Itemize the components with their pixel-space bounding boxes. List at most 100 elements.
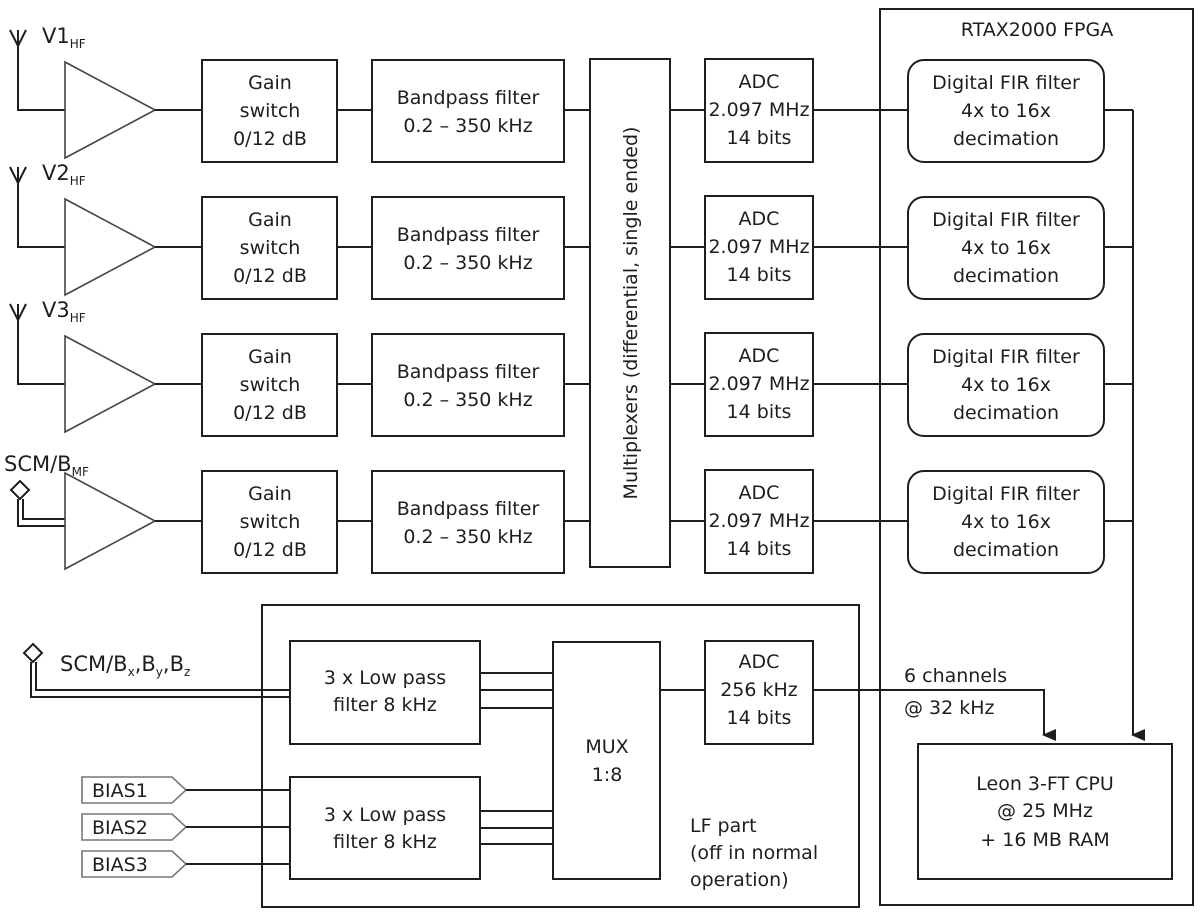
bias-input-tag: BIAS1 (81, 776, 290, 804)
lf-note-line3: operation) (690, 869, 789, 891)
lowpass-filter-2 (289, 776, 481, 880)
bandpass-filter-box (371, 470, 565, 574)
hf-adc-box (704, 58, 814, 163)
gain-switch-line3: 0/12 dB (233, 539, 307, 561)
hf-adc-line2: 2.097 MHz (708, 236, 809, 258)
bias-input-tag: BIAS3 (81, 850, 290, 878)
hf-adc-line1: ADC (739, 482, 780, 504)
gain-switch-line2: switch (240, 100, 301, 122)
fir-line1: Digital FIR filter (932, 209, 1080, 231)
multiplexers-label: Multiplexers (differential, single ended… (620, 127, 642, 500)
lowpass-to-mux-wires (480, 672, 553, 845)
gain-switch-line3: 0/12 dB (233, 265, 307, 287)
hf-adc-line1: ADC (739, 71, 780, 93)
link-label-line2: @ 32 kHz (904, 697, 995, 719)
hf-adc-line1: ADC (739, 345, 780, 367)
bias-label: BIAS3 (92, 854, 148, 876)
lf-adc-box (704, 640, 814, 745)
amplifier-icon (64, 471, 157, 571)
lowpass-2-line2: filter 8 kHz (333, 831, 437, 853)
hf-adc-line1: ADC (739, 208, 780, 230)
lf-adc-line1: ADC (739, 651, 780, 673)
bandpass-filter-box (371, 59, 565, 163)
input-label: V3HF (42, 298, 86, 325)
bias-input-tag: BIAS2 (81, 813, 290, 841)
bandpass-filter-box (371, 333, 565, 437)
fir-line2: 4x to 16x (961, 237, 1051, 259)
bandpass-line2: 0.2 – 350 kHz (403, 252, 532, 274)
amplifier-icon (64, 60, 157, 160)
lf-part-frame (261, 604, 860, 908)
bandpass-line1: Bandpass filter (397, 87, 540, 109)
scm-lf-connector (22, 642, 290, 698)
fir-line3: decimation (953, 128, 1059, 150)
gain-switch-line3: 0/12 dB (233, 402, 307, 424)
mux-box (552, 641, 661, 880)
lf-adc-line3: 14 bits (727, 707, 792, 729)
gain-switch-line2: switch (240, 237, 301, 259)
amplifier-icon (64, 197, 157, 297)
input-label: SCM/BMF (4, 452, 89, 479)
input-wire (17, 320, 65, 385)
gain-switch-box (201, 59, 338, 163)
fir-line1: Digital FIR filter (932, 483, 1080, 505)
cpu-line3: + 16 MB RAM (980, 829, 1109, 851)
search-coil-icon (9, 479, 31, 501)
bias-label: BIAS2 (92, 817, 148, 839)
hf-adc-line3: 14 bits (727, 264, 792, 286)
input-wire (17, 46, 65, 111)
lowpass-2-line1: 3 x Low pass (324, 804, 446, 826)
hf-adc-box (704, 469, 814, 574)
amplifier-icon (64, 334, 157, 434)
gain-switch-line3: 0/12 dB (233, 128, 307, 150)
gain-switch-line1: Gain (248, 483, 292, 505)
multiplexers-box (589, 58, 671, 568)
lf-note-line1: LF part (690, 815, 757, 837)
gain-switch-box (201, 470, 338, 574)
hf-adc-box (704, 195, 814, 300)
lf-note-line2: (off in normal (690, 842, 818, 864)
fir-line3: decimation (953, 265, 1059, 287)
cpu-line2: @ 25 MHz (997, 800, 1093, 822)
bias-connector-icon (81, 850, 188, 878)
gain-switch-line2: switch (240, 374, 301, 396)
mux-line1: MUX (585, 736, 628, 758)
fir-line2: 4x to 16x (961, 374, 1051, 396)
fpga-frame (879, 8, 1194, 906)
bandpass-line1: Bandpass filter (397, 361, 540, 383)
hf-adc-line2: 2.097 MHz (708, 99, 809, 121)
cpu-box (917, 743, 1173, 880)
input-label: V2HF (42, 161, 86, 188)
bandpass-filter-box (371, 196, 565, 300)
lowpass-1-line2: filter 8 kHz (333, 694, 437, 716)
bandpass-line1: Bandpass filter (397, 224, 540, 246)
gain-switch-line1: Gain (248, 346, 292, 368)
hf-adc-box (704, 332, 814, 437)
input-wire (17, 183, 65, 248)
lf-adc-line2: 256 kHz (720, 679, 798, 701)
hf-adc-line3: 14 bits (727, 401, 792, 423)
hf-channel-row: V3HF Gain switch 0/12 dB Bandpass filter 0.2 … (9, 298, 1133, 437)
input-wire (17, 499, 65, 527)
hf-adc-line2: 2.097 MHz (708, 510, 809, 532)
hf-adc-line3: 14 bits (727, 538, 792, 560)
bandpass-line2: 0.2 – 350 kHz (403, 115, 532, 137)
input-label: V1HF (42, 24, 86, 51)
lf-to-cpu-arrow (813, 689, 1056, 741)
fpga-title: RTAX2000 FPGA (961, 19, 1113, 41)
hf-adc-line2: 2.097 MHz (708, 373, 809, 395)
fir-line3: decimation (953, 539, 1059, 561)
link-label-line1: 6 channels (904, 665, 1007, 687)
fir-line3: decimation (953, 402, 1059, 424)
cpu-line1: Leon 3-FT CPU (976, 773, 1113, 795)
scm-lf-label: SCM/Bx,By,Bz (60, 652, 190, 679)
input-wire (22, 499, 65, 520)
bias-connector-icon (81, 776, 188, 804)
bias-connector-icon (81, 813, 188, 841)
bandpass-line2: 0.2 – 350 kHz (403, 526, 532, 548)
bandpass-line2: 0.2 – 350 kHz (403, 389, 532, 411)
fir-line1: Digital FIR filter (932, 72, 1080, 94)
gain-switch-line2: switch (240, 511, 301, 533)
